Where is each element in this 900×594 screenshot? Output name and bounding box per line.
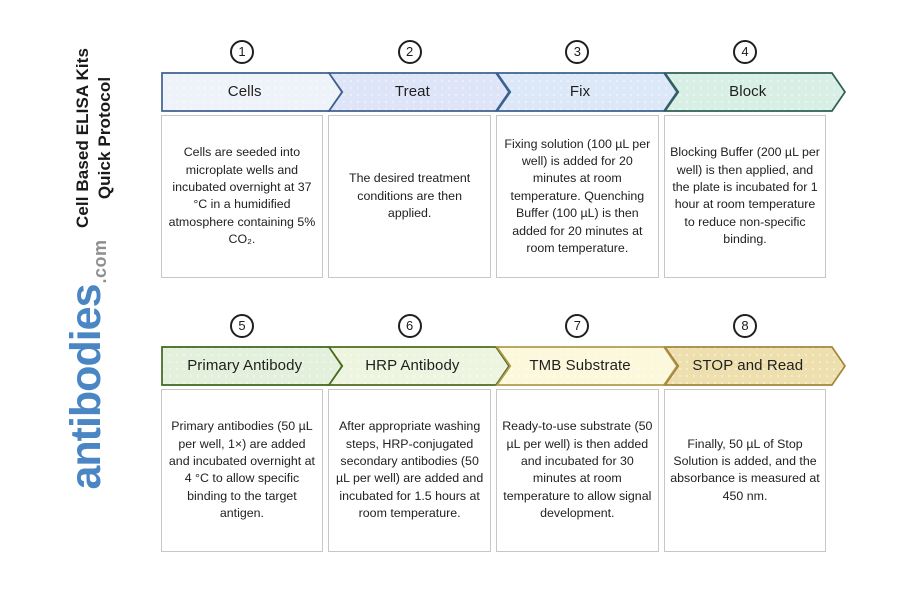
- step-number-badge: 5: [229, 313, 254, 338]
- step-banner: Cells: [160, 71, 343, 112]
- step-banner-arrow: [160, 345, 343, 386]
- step-banner: Fix: [495, 71, 679, 112]
- brand-logo-wordmark: antibodies: [61, 284, 110, 490]
- step-description: Fixing solution (100 µL per well) is add…: [504, 136, 651, 255]
- brand-logo: antibodies.com: [56, 235, 116, 495]
- step-description-box: Fixing solution (100 µL per well) is add…: [496, 114, 659, 278]
- step-banner: Treat: [327, 71, 511, 112]
- step-number: 2: [406, 44, 414, 60]
- step-banner-label: Fix: [569, 83, 591, 101]
- step-card: 7 TMB Substrate Ready-to-use substrate (…: [495, 313, 679, 552]
- step-banner: TMB Substrate: [495, 345, 679, 386]
- step-banner-arrow: [327, 345, 511, 386]
- step-banner-label: STOP and Read: [692, 357, 804, 375]
- step-number: 6: [406, 318, 414, 334]
- step-card: 2 Treat The desired treatment conditions…: [327, 39, 511, 278]
- steps-row-2: 5 Primary Antibody Primary antibodies (5…: [160, 313, 851, 552]
- step-banner-arrow: [160, 71, 343, 112]
- step-number-badge: 4: [733, 39, 757, 64]
- step-description-box: Finally, 50 µL of Stop Solution is added…: [663, 388, 827, 552]
- step-number: 5: [238, 318, 246, 334]
- step-number-badge: 8: [733, 313, 757, 338]
- step-banner-arrow: [663, 345, 846, 386]
- step-banner-label: Primary Antibody: [187, 357, 303, 375]
- step-description-box: The desired treatment conditions are the…: [328, 114, 491, 278]
- step-card: 5 Primary Antibody Primary antibodies (5…: [160, 313, 343, 552]
- step-number: 4: [741, 44, 749, 60]
- step-number: 8: [741, 318, 749, 334]
- page-title-line-1: Cell Based ELISA Kits: [72, 47, 92, 228]
- step-number-badge: 2: [397, 39, 422, 64]
- step-description-box: Blocking Buffer (200 µL per well) is the…: [663, 114, 827, 278]
- step-number-badge: 7: [565, 313, 590, 338]
- step-description-box: Primary antibodies (50 µL per well, 1×) …: [160, 388, 324, 552]
- step-description-box: Cells are seeded into microplate wells a…: [160, 114, 324, 278]
- step-banner-label: Cells: [227, 83, 262, 101]
- step-banner: HRP Antibody: [327, 345, 511, 386]
- step-banner-arrow: [495, 345, 679, 386]
- step-card: 1 Cells Cells are seeded into microplate…: [160, 39, 343, 278]
- step-description: Finally, 50 µL of Stop Solution is added…: [670, 436, 820, 503]
- step-banner-label: HRP Antibody: [365, 357, 460, 375]
- step-description-box: Ready-to-use substrate (50 µL per well) …: [496, 388, 659, 552]
- step-description: Ready-to-use substrate (50 µL per well) …: [502, 419, 653, 521]
- step-card: 3 Fix Fixing solution (100 µL per well) …: [495, 39, 679, 278]
- step-banner-label: TMB Substrate: [529, 357, 631, 375]
- step-number: 7: [573, 318, 581, 334]
- page-title-line-2: Quick Protocol: [94, 76, 114, 199]
- step-number-badge: 3: [565, 39, 590, 64]
- step-number-badge: 6: [397, 313, 422, 338]
- step-number-badge: 1: [229, 39, 254, 64]
- page-title: Cell Based ELISA Kits Quick Protocol: [71, 43, 117, 233]
- step-description: Cells are seeded into microplate wells a…: [168, 145, 316, 247]
- step-banner-label: Treat: [394, 83, 430, 101]
- steps-row-1: 1 Cells Cells are seeded into microplate…: [160, 39, 851, 278]
- step-description-box: After appropriate washing steps, HRP-con…: [328, 388, 491, 552]
- step-description: Blocking Buffer (200 µL per well) is the…: [670, 145, 820, 247]
- step-banner-arrow: [663, 71, 846, 112]
- step-banner-arrow: [327, 71, 511, 112]
- step-description: After appropriate washing steps, HRP-con…: [336, 419, 484, 521]
- step-card: 4 Block Blocking Buffer (200 µL per well…: [663, 39, 846, 278]
- step-banner: Block: [663, 71, 846, 112]
- step-description: The desired treatment conditions are the…: [349, 171, 471, 221]
- step-banner: STOP and Read: [663, 345, 846, 386]
- step-description: Primary antibodies (50 µL per well, 1×) …: [168, 419, 315, 521]
- step-card: 6 HRP Antibody After appropriate washing…: [327, 313, 511, 552]
- step-number: 1: [238, 44, 246, 60]
- step-number: 3: [573, 44, 581, 60]
- step-card: 8 STOP and Read Finally, 50 µL of Stop S…: [663, 313, 846, 552]
- step-banner-label: Block: [729, 83, 767, 101]
- step-banner: Primary Antibody: [160, 345, 343, 386]
- brand-logo-suffix: .com: [89, 239, 110, 284]
